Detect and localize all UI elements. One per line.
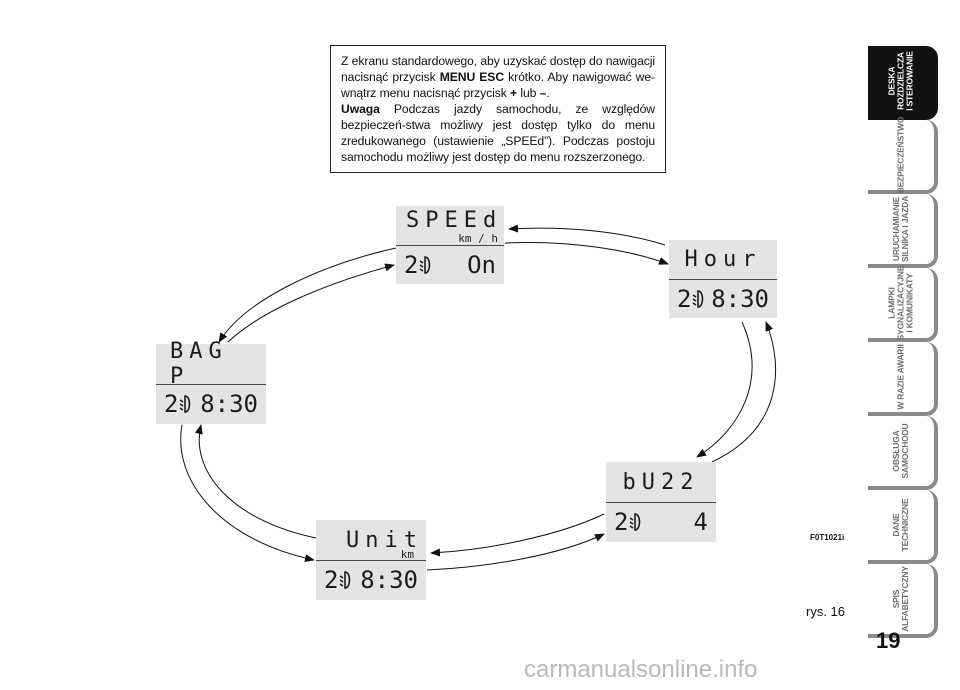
note-text: Z ekranu standardowego, aby uzyskać dost… bbox=[341, 54, 655, 84]
display-speed: SPEEd km / h 2 On bbox=[396, 206, 504, 284]
arrow-bag-to-unit bbox=[180, 424, 315, 563]
arrow-unit-to-buzz bbox=[426, 533, 605, 571]
tab-label: DANE TECHNICZNE bbox=[891, 498, 910, 552]
display-value: 8:30 bbox=[200, 390, 258, 418]
display-divider bbox=[606, 502, 716, 503]
display-unit-menu: Unit km 2 8:30 bbox=[316, 520, 426, 600]
headlight-icon bbox=[180, 395, 191, 413]
headlight-level: 2 bbox=[677, 285, 706, 313]
tab-deska-rozdzielcza[interactable]: DESKA ROZDZIELCZA I STEROWANIE bbox=[868, 46, 938, 120]
display-divider bbox=[156, 384, 266, 385]
display-bottom-row: 2 4 bbox=[606, 502, 716, 542]
display-unit: km bbox=[400, 548, 414, 561]
display-bottom-row: 2 On bbox=[396, 245, 504, 284]
display-buzz: bU22 2 4 bbox=[606, 462, 716, 542]
note-text: . bbox=[546, 86, 550, 100]
page-number: 19 bbox=[876, 628, 901, 653]
display-value: 8:30 bbox=[360, 566, 418, 594]
headlight-level: 2 bbox=[614, 508, 643, 536]
headlight-level: 2 bbox=[164, 390, 193, 418]
headlight-level: 2 bbox=[404, 251, 433, 279]
display-value: 8:30 bbox=[711, 284, 769, 313]
arrow-bag-to-speed bbox=[227, 263, 395, 343]
display-title: Unit bbox=[346, 527, 423, 553]
figure-label: rys. 16 bbox=[806, 604, 846, 619]
headlight-digit: 2 bbox=[164, 390, 179, 418]
tab-label: URUCHAMIANIE SILNIKA I JAZDA bbox=[891, 195, 910, 263]
tab-lampki[interactable]: LAMPKI SYGNALIZACYJNE I KOMUNIKATY bbox=[868, 265, 938, 342]
minus-key: – bbox=[539, 86, 547, 100]
watermark: carmanualsonline.info bbox=[524, 656, 758, 683]
headlight-level: 2 bbox=[324, 566, 353, 594]
arrow-hour-to-speed bbox=[508, 224, 666, 246]
arrow-unit-to-bag bbox=[194, 424, 317, 539]
headlight-digit: 2 bbox=[404, 250, 419, 279]
headlight-icon bbox=[340, 571, 351, 589]
tab-label: DESKA ROZDZIELCZA I STEROWANIE bbox=[886, 51, 915, 111]
warning-text: Podczas jazdy samochodu, ze względów bez… bbox=[341, 102, 655, 164]
display-divider bbox=[669, 279, 777, 280]
display-title: BAG P bbox=[170, 339, 228, 389]
tab-label: SPIS ALFABETYCZNY bbox=[891, 566, 910, 632]
display-bottom-row: 2 8:30 bbox=[316, 560, 426, 600]
plus-key: + bbox=[510, 86, 518, 100]
tab-label: W RAZIE AWARII bbox=[895, 344, 906, 410]
tab-label: OBSŁUGA SAMOCHODU bbox=[891, 423, 910, 479]
tab-label: LAMPKI SYGNALIZACYJNE I KOMUNIKATY bbox=[886, 265, 915, 341]
display-divider bbox=[396, 245, 504, 246]
figure-code: F0T1021i bbox=[810, 533, 845, 542]
arrow-speed-to-bag bbox=[218, 247, 397, 343]
tab-spis-alfabetyczny[interactable]: SPIS ALFABETYCZNY bbox=[868, 564, 938, 638]
tab-label: BEZPIECZEŃSTWO bbox=[895, 116, 906, 194]
display-title: Hour bbox=[684, 247, 762, 272]
warning-label: Uwaga bbox=[341, 102, 380, 116]
headlight-icon bbox=[630, 513, 641, 531]
arrow-hour-to-buzz bbox=[696, 321, 753, 458]
headlight-icon bbox=[693, 289, 704, 308]
display-title: SPEEd bbox=[406, 208, 503, 233]
display-value: On bbox=[467, 250, 496, 279]
tab-obsluga[interactable]: OBSŁUGA SAMOCHODU bbox=[868, 416, 938, 490]
display-bottom-row: 2 8:30 bbox=[156, 384, 266, 424]
menu-esc-key: MENU ESC bbox=[439, 70, 505, 84]
instruction-note: Z ekranu standardowego, aby uzyskać dost… bbox=[330, 45, 666, 173]
note-text: lub bbox=[517, 86, 540, 100]
display-title: bU22 bbox=[622, 469, 700, 495]
note-text: krótko. Aby nawigować we-wnątrz menu nac… bbox=[341, 70, 656, 100]
tab-bezpieczenstwo[interactable]: BEZPIECZEŃSTWO bbox=[868, 116, 938, 194]
headlight-icon bbox=[420, 255, 431, 274]
tab-uruchamianie[interactable]: URUCHAMIANIE SILNIKA I JAZDA bbox=[868, 194, 938, 268]
display-bag: BAG P 2 8:30 bbox=[156, 339, 266, 424]
headlight-digit: 2 bbox=[324, 566, 339, 594]
display-unit: km / h bbox=[458, 232, 498, 245]
display-value: 4 bbox=[693, 508, 708, 536]
arrow-speed-to-hour bbox=[504, 242, 669, 265]
display-bottom-row: 2 8:30 bbox=[669, 279, 777, 318]
tab-w-razie-awarii[interactable]: W RAZIE AWARII bbox=[868, 342, 938, 416]
tab-dane-techniczne[interactable]: DANE TECHNICZNE bbox=[868, 490, 938, 564]
display-hour: Hour 2 8:30 bbox=[669, 240, 777, 318]
headlight-digit: 2 bbox=[677, 284, 692, 313]
arrow-buzz-to-hour bbox=[711, 321, 776, 463]
arrow-buzz-to-unit bbox=[430, 513, 605, 557]
headlight-digit: 2 bbox=[614, 508, 629, 536]
display-divider bbox=[316, 560, 426, 561]
